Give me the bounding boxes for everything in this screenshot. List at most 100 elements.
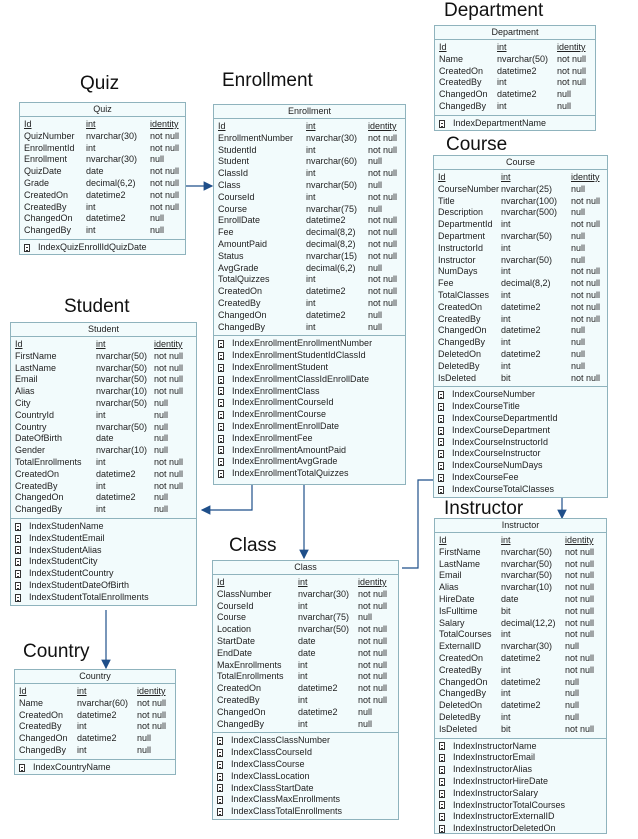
index-item[interactable]: IndexClassMaxEnrollments (217, 794, 394, 806)
index-item[interactable]: IndexCourseTitle (438, 401, 603, 413)
index-item[interactable]: IndexEnrollmentEnrollmentNumber (218, 338, 401, 350)
index-item[interactable]: IndexCourseDepartmentId (438, 413, 603, 425)
index-item[interactable]: IndexEnrollmentEnrollDate (218, 421, 401, 433)
index-item[interactable]: IndexCourseInstructor (438, 448, 603, 460)
index-item[interactable]: IndexInstructorTotalCourses (439, 800, 602, 812)
index-item[interactable]: IndexStudentTotalEnrollments (15, 592, 192, 604)
index-item[interactable]: IndexClassTotalEnrollments (217, 806, 394, 818)
index-item[interactable]: IndexInstructorDeletedOn (439, 823, 602, 833)
index-item[interactable]: IndexCourseFee (438, 472, 603, 484)
index-item[interactable]: IndexQuizEnrollIdQuizDate (24, 242, 181, 254)
index-item[interactable]: IndexEnrollmentClass (218, 386, 401, 398)
index-item[interactable]: IndexStudentEmail (15, 533, 192, 545)
index-item[interactable]: IndexClassCourseId (217, 747, 394, 759)
index-item[interactable]: IndexInstructorSalary (439, 788, 602, 800)
index-item[interactable]: IndexStudenName (15, 521, 192, 533)
index-item[interactable]: IndexClassClassNumber (217, 735, 394, 747)
index-item[interactable]: IndexStudentDateOfBirth (15, 580, 192, 592)
index-item[interactable]: IndexInstructorEmail (439, 752, 602, 764)
index-item[interactable]: IndexEnrollmentCourseId (218, 397, 401, 409)
index-item[interactable]: IndexCourseTotalClasses (438, 484, 603, 496)
index-item[interactable]: IndexEnrollmentFee (218, 433, 401, 445)
index-item[interactable]: IndexEnrollmentCourse (218, 409, 401, 421)
index-item[interactable]: IndexEnrollmentStudent (218, 362, 401, 374)
index-item[interactable]: IndexCourseNumDays (438, 460, 603, 472)
index-item[interactable]: IndexClassStartDate (217, 783, 394, 795)
index-item[interactable]: IndexCourseDepartment (438, 425, 603, 437)
index-item[interactable]: IndexClassLocation (217, 771, 394, 783)
index-item[interactable]: IndexEnrollmentClassIdEnrollDate (218, 374, 401, 386)
index-item[interactable]: IndexInstructorExternalID (439, 811, 602, 823)
index-item[interactable]: IndexStudentCountry (15, 568, 192, 580)
